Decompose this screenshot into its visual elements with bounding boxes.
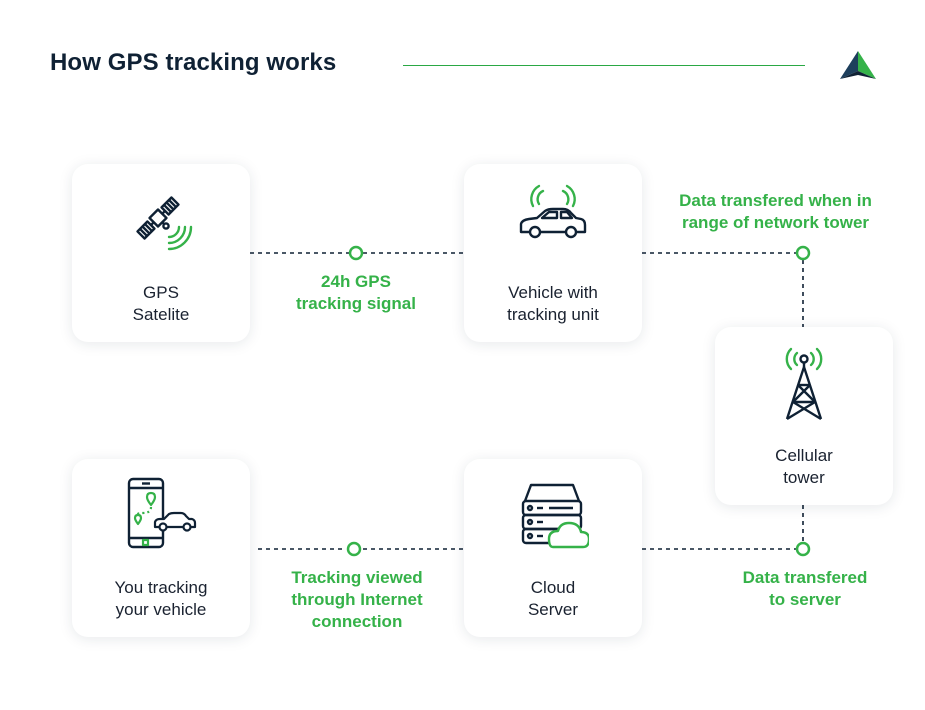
title-divider [403, 65, 805, 66]
connector-dot [795, 245, 811, 261]
connector-dot [795, 541, 811, 557]
brand-logo-icon [840, 51, 876, 79]
cell-tower-icon [785, 347, 823, 421]
phone-map-icon [127, 477, 197, 549]
car-signal-icon [519, 184, 587, 239]
satellite-icon [136, 196, 193, 251]
connector-dot [346, 541, 362, 557]
connector-dot [348, 245, 364, 261]
cloud-server-icon [521, 483, 589, 549]
page-title: How GPS tracking works [50, 49, 337, 76]
